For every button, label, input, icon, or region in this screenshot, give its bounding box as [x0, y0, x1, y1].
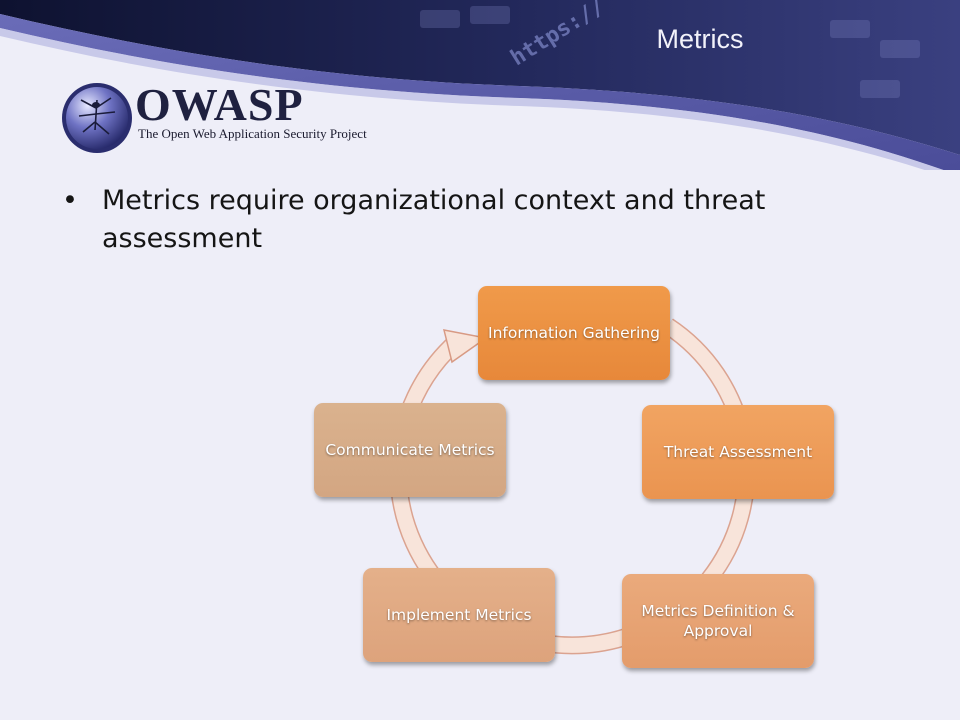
slide-title: Metrics — [656, 24, 744, 54]
step-label: Implement Metrics — [386, 606, 532, 624]
step-label: Threat Assessment — [663, 443, 813, 461]
step-information-gathering: Information Gathering — [478, 286, 670, 380]
logo-wordmark: OWASP — [135, 79, 304, 130]
bullet-icon: • — [62, 185, 78, 216]
step-label: Metrics Definition & Approval — [641, 602, 795, 640]
owasp-logo-icon — [62, 83, 132, 153]
step-communicate-metrics: Communicate Metrics — [314, 403, 506, 497]
step-label: Communicate Metrics — [325, 441, 495, 459]
logo-subtitle: The Open Web Application Security Projec… — [138, 126, 367, 141]
header-banner — [0, 0, 960, 170]
bullet-text: Metrics require organizational context a… — [102, 185, 766, 254]
step-metrics-definition: Metrics Definition & Approval — [622, 574, 814, 668]
bullet-point: • Metrics require organizational context… — [62, 182, 872, 258]
step-label: Information Gathering — [488, 324, 660, 342]
step-implement-metrics: Implement Metrics — [363, 568, 555, 662]
step-threat-assessment: Threat Assessment — [642, 405, 834, 499]
